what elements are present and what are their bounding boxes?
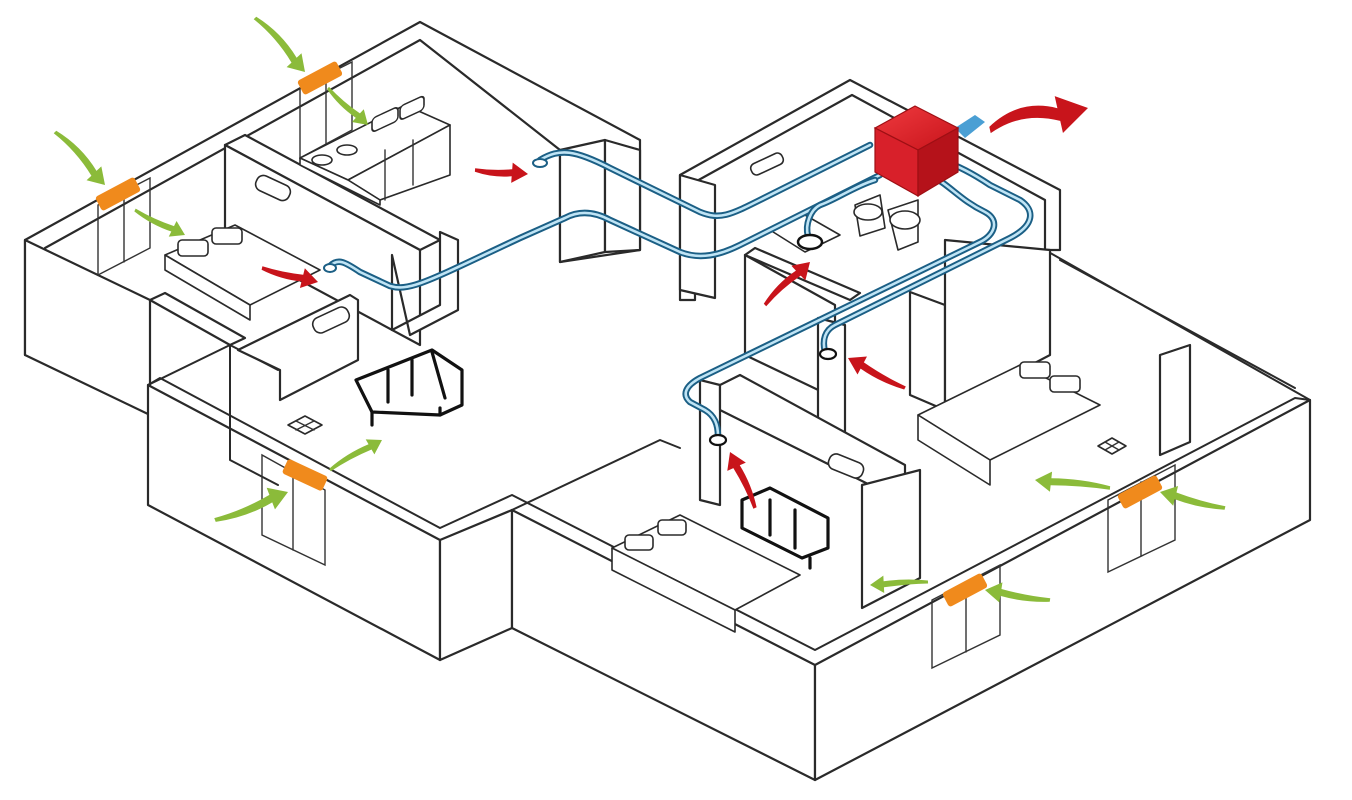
green-arrow-icon: [329, 439, 382, 472]
trickle-vents: [95, 61, 1163, 607]
round-extract-valve-icon: [796, 233, 824, 251]
exterior-walls: [23, 20, 1312, 782]
red-arrow-icon: [848, 356, 906, 390]
unit-right-face: [917, 126, 959, 198]
red-arrow-icon: [261, 266, 318, 288]
airflow-arrows: [53, 16, 1226, 603]
orange-trickle-vent-icon: [942, 573, 988, 607]
furniture: [164, 95, 1101, 633]
round-extract-valve-icon: [708, 433, 728, 447]
duct-pipe-inner: [328, 173, 882, 289]
sofa-lower: [740, 486, 830, 570]
green-arrow-icon: [53, 130, 105, 185]
supply-jet: [955, 115, 985, 138]
square-grille-icon: [1097, 437, 1127, 455]
bathroom-fixtures: [769, 194, 921, 253]
red-cube-icon: [873, 105, 960, 198]
bed-lower: [611, 514, 801, 633]
kitchen-counter: [299, 95, 451, 206]
red-arrow-icon: [727, 452, 757, 509]
round-extract-valve-icon: [818, 347, 838, 361]
wall-split-unit-icon: [749, 152, 785, 176]
red-arrow-icon: [474, 162, 528, 183]
square-grille-icon: [287, 415, 323, 435]
wall-split-unit-icon: [827, 453, 865, 479]
round-extract-valve-icon: [532, 158, 548, 168]
red-arrow-icon: [763, 262, 810, 307]
green-arrow-icon: [1160, 485, 1226, 510]
orange-trickle-vent-icon: [95, 177, 141, 211]
duct-pipe-inner: [538, 143, 872, 218]
round-extract-valve-icon: [323, 263, 337, 273]
orange-trickle-vent-icon: [1117, 475, 1163, 509]
green-arrow-icon: [870, 575, 929, 593]
orange-trickle-vent-icon: [282, 459, 328, 491]
green-arrow-icon: [253, 16, 305, 72]
green-arrow-icon: [326, 86, 368, 125]
red-arrow-icon: [989, 96, 1088, 134]
sofa-living: [354, 348, 464, 427]
wall-split-unit-icon: [311, 306, 351, 334]
green-arrow-icon: [214, 487, 288, 522]
bed-left: [164, 224, 321, 321]
duct-pipe-inner: [684, 173, 996, 438]
bed-right: [917, 361, 1101, 486]
wall-split-unit-icon: [254, 174, 292, 202]
duct-pipe-inner: [805, 178, 877, 238]
green-arrow-icon: [134, 208, 185, 237]
orange-trickle-vent-icon: [297, 61, 343, 95]
green-arrow-icon: [1035, 471, 1111, 492]
green-arrow-icon: [985, 582, 1051, 603]
